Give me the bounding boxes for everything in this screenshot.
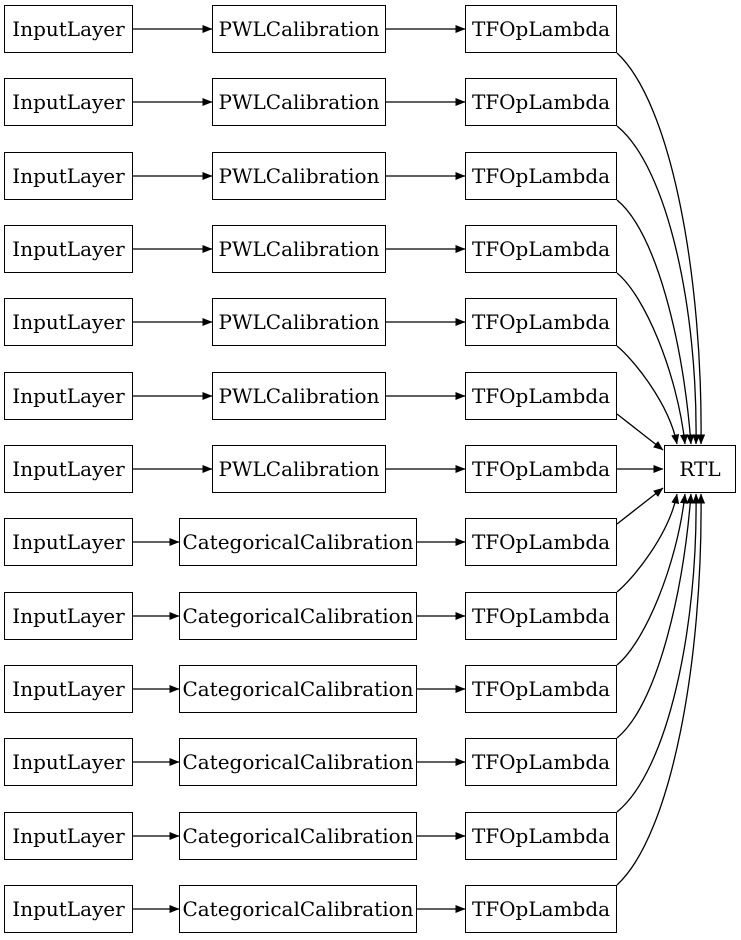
pwl-calibration-node: PWLCalibration [212, 5, 386, 53]
tfop-lambda-node: TFOpLambda [465, 225, 617, 273]
diagram-row: InputLayer CategoricalCalibration TFOpLa… [0, 592, 741, 640]
diagram-row: InputLayer CategoricalCalibration TFOpLa… [0, 885, 741, 933]
input-layer-node: InputLayer [4, 225, 133, 273]
input-layer-node: InputLayer [4, 152, 133, 200]
diagram-row: InputLayer CategoricalCalibration TFOpLa… [0, 518, 741, 566]
diagram-row: InputLayer CategoricalCalibration TFOpLa… [0, 812, 741, 860]
tfop-lambda-node: TFOpLambda [465, 298, 617, 346]
pwl-calibration-node: PWLCalibration [212, 372, 386, 420]
tfop-lambda-node: TFOpLambda [465, 812, 617, 860]
categorical-calibration-node: CategoricalCalibration [179, 665, 417, 713]
diagram-row: InputLayer PWLCalibration TFOpLambda [0, 78, 741, 126]
input-layer-node: InputLayer [4, 812, 133, 860]
pwl-calibration-node: PWLCalibration [212, 298, 386, 346]
input-layer-node: InputLayer [4, 5, 133, 53]
input-layer-node: InputLayer [4, 372, 133, 420]
tfop-lambda-node: TFOpLambda [465, 738, 617, 786]
diagram-row: InputLayer PWLCalibration TFOpLambda [0, 445, 741, 493]
input-layer-node: InputLayer [4, 518, 133, 566]
diagram-row: InputLayer PWLCalibration TFOpLambda [0, 225, 741, 273]
tfop-lambda-node: TFOpLambda [465, 152, 617, 200]
diagram-row: InputLayer PWLCalibration TFOpLambda [0, 372, 741, 420]
tfop-lambda-node: TFOpLambda [465, 5, 617, 53]
tfop-lambda-node: TFOpLambda [465, 885, 617, 933]
diagram-row: InputLayer CategoricalCalibration TFOpLa… [0, 665, 741, 713]
pwl-calibration-node: PWLCalibration [212, 225, 386, 273]
tfop-lambda-node: TFOpLambda [465, 372, 617, 420]
categorical-calibration-node: CategoricalCalibration [179, 812, 417, 860]
input-layer-node: InputLayer [4, 445, 133, 493]
diagram-row: InputLayer PWLCalibration TFOpLambda [0, 152, 741, 200]
input-layer-node: InputLayer [4, 78, 133, 126]
tfop-lambda-node: TFOpLambda [465, 592, 617, 640]
input-layer-node: InputLayer [4, 885, 133, 933]
input-layer-node: InputLayer [4, 592, 133, 640]
pwl-calibration-node: PWLCalibration [212, 445, 386, 493]
tfop-lambda-node: TFOpLambda [465, 445, 617, 493]
input-layer-node: InputLayer [4, 665, 133, 713]
categorical-calibration-node: CategoricalCalibration [179, 885, 417, 933]
input-layer-node: InputLayer [4, 738, 133, 786]
tfop-lambda-node: TFOpLambda [465, 665, 617, 713]
tfop-lambda-node: TFOpLambda [465, 518, 617, 566]
categorical-calibration-node: CategoricalCalibration [179, 592, 417, 640]
diagram-row: InputLayer CategoricalCalibration TFOpLa… [0, 738, 741, 786]
categorical-calibration-node: CategoricalCalibration [179, 738, 417, 786]
pwl-calibration-node: PWLCalibration [212, 152, 386, 200]
rtl-node: RTL [664, 445, 736, 493]
tfop-lambda-node: TFOpLambda [465, 78, 617, 126]
diagram-row: InputLayer PWLCalibration TFOpLambda [0, 5, 741, 53]
diagram-row: InputLayer PWLCalibration TFOpLambda [0, 298, 741, 346]
pwl-calibration-node: PWLCalibration [212, 78, 386, 126]
categorical-calibration-node: CategoricalCalibration [179, 518, 417, 566]
input-layer-node: InputLayer [4, 298, 133, 346]
